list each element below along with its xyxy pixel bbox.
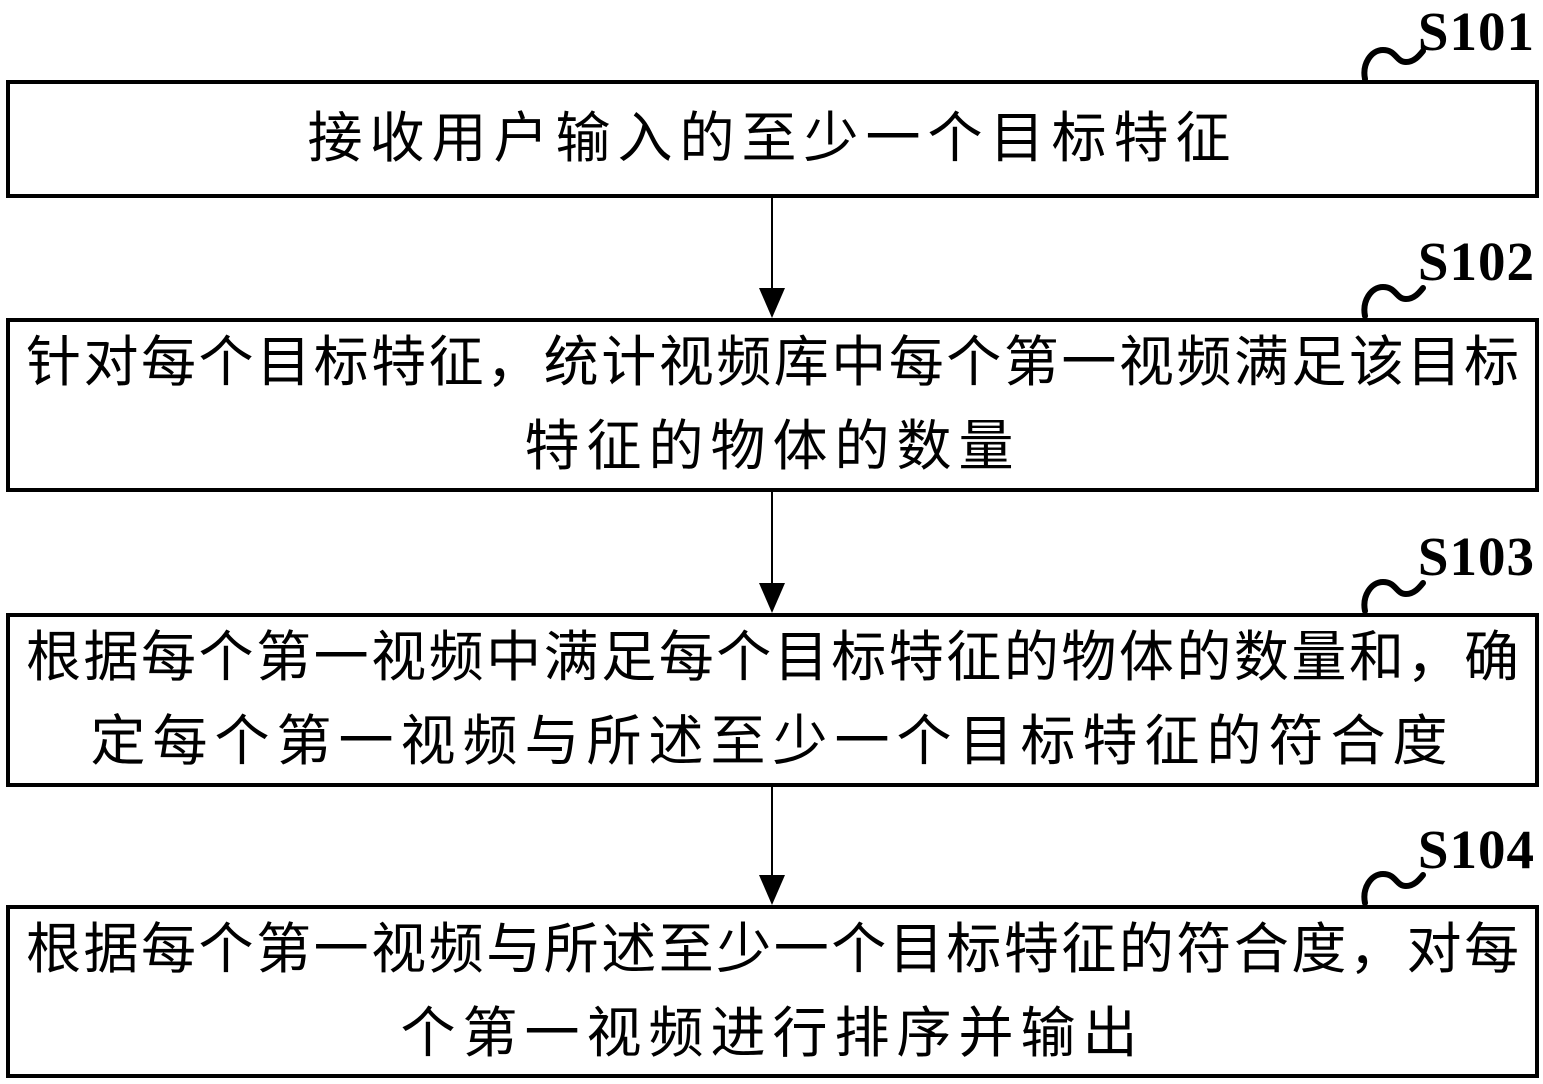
step-box-s102: 针对每个目标特征，统计视频库中每个第一视频满足该目标 特征的物体的数量 <box>6 318 1539 492</box>
step-box-s104: 根据每个第一视频与所述至少一个目标特征的符合度，对每 个第一视频进行排序并输出 <box>6 905 1539 1078</box>
step-label-s104: S104 <box>1417 819 1535 880</box>
flow-arrow-head-icon <box>759 583 785 613</box>
step-box-s101: 接收用户输入的至少一个目标特征 <box>6 80 1539 198</box>
step-label-s101: S101 <box>1417 1 1535 62</box>
step-box-s103: 根据每个第一视频中满足每个目标特征的物体的数量和，确 定每个第一视频与所述至少一… <box>6 613 1539 787</box>
flow-arrow-line <box>771 492 773 585</box>
step-text-line: 针对每个目标特征，统计视频库中每个第一视频满足该目标 <box>26 332 1519 393</box>
step-label-s103: S103 <box>1417 526 1535 587</box>
step-text-line: 定每个第一视频与所述至少一个目标特征的符合度 <box>90 711 1455 772</box>
step-text-line: 特征的物体的数量 <box>524 416 1021 477</box>
step-text-line: 根据每个第一视频中满足每个目标特征的物体的数量和，确 <box>26 627 1519 688</box>
tilde-connector-icon <box>1361 870 1426 906</box>
step-text-line: 接收用户输入的至少一个目标特征 <box>307 108 1238 169</box>
step-text-line: 根据每个第一视频与所述至少一个目标特征的符合度，对每 <box>26 918 1519 980</box>
tilde-connector-icon <box>1361 46 1426 82</box>
tilde-connector-icon <box>1361 283 1426 319</box>
tilde-connector-icon <box>1361 578 1426 614</box>
flow-arrow-head-icon <box>759 875 785 905</box>
flow-arrow-head-icon <box>759 288 785 318</box>
flow-arrow-line <box>771 198 773 290</box>
step-label-s102: S102 <box>1417 231 1535 292</box>
step-text-line: 个第一视频进行排序并输出 <box>400 1002 1145 1064</box>
flow-arrow-line <box>771 787 773 877</box>
